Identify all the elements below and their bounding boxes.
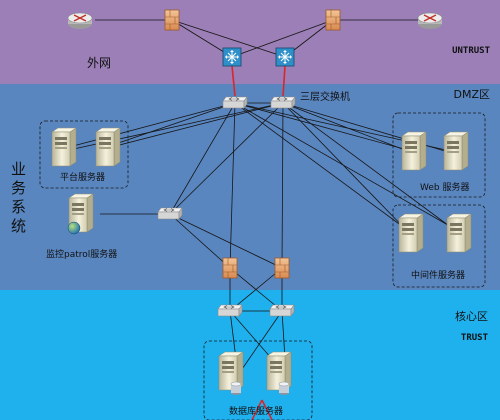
database-icon-1 xyxy=(230,381,242,396)
middleware-servers-label: 中间件服务器 xyxy=(411,271,466,281)
web-server-2 xyxy=(443,131,469,171)
edge-switch-left xyxy=(222,47,242,67)
db-group-box xyxy=(203,340,313,420)
core-zone xyxy=(0,290,500,420)
firewall-inner-left xyxy=(222,257,238,279)
dmz-zone xyxy=(0,84,500,290)
database-icon-2 xyxy=(278,381,290,396)
middleware-group-box xyxy=(392,204,486,288)
platform-server-2 xyxy=(95,127,121,167)
platform-servers-label: 平台服务器 xyxy=(60,173,106,183)
firewall-inner-right xyxy=(274,257,290,279)
web-group-box xyxy=(392,112,486,198)
firewall-outer-right xyxy=(325,9,341,31)
middleware-server-2 xyxy=(446,213,472,253)
l3-switch-label: 三层交换机 xyxy=(300,92,350,103)
group-boxes xyxy=(39,112,486,420)
monitor-switch xyxy=(157,207,183,220)
core-switch-right xyxy=(269,304,295,317)
business-system-label: 业务系统 xyxy=(11,160,27,235)
red-links xyxy=(231,65,286,420)
web-server-1 xyxy=(401,131,427,171)
globe-icon xyxy=(67,221,81,235)
web-servers-label: Web 服务器 xyxy=(420,183,470,193)
db-servers-label: 数据库服务器 xyxy=(229,407,284,417)
dmz-switch-right xyxy=(270,96,296,109)
internet-router-right xyxy=(417,12,443,30)
internet-router-left xyxy=(67,12,93,30)
dmz-switch-left xyxy=(222,96,248,109)
middleware-server-1 xyxy=(398,213,424,253)
links xyxy=(57,19,461,376)
untrust-zone-name: 外网 xyxy=(87,56,112,70)
edge-switch-right xyxy=(275,47,295,67)
core-switch-left xyxy=(217,304,243,317)
monitor-server-label: 监控patrol服务器 xyxy=(46,250,118,260)
untrust-zone-tag: UNTRUST xyxy=(452,46,490,56)
platform-server-1 xyxy=(51,127,77,167)
core-zone-name: 核心区 xyxy=(455,310,488,323)
firewall-outer-left xyxy=(164,9,180,31)
core-zone-tag: TRUST xyxy=(460,333,488,343)
dmz-zone-tag: DMZ区 xyxy=(453,88,491,101)
